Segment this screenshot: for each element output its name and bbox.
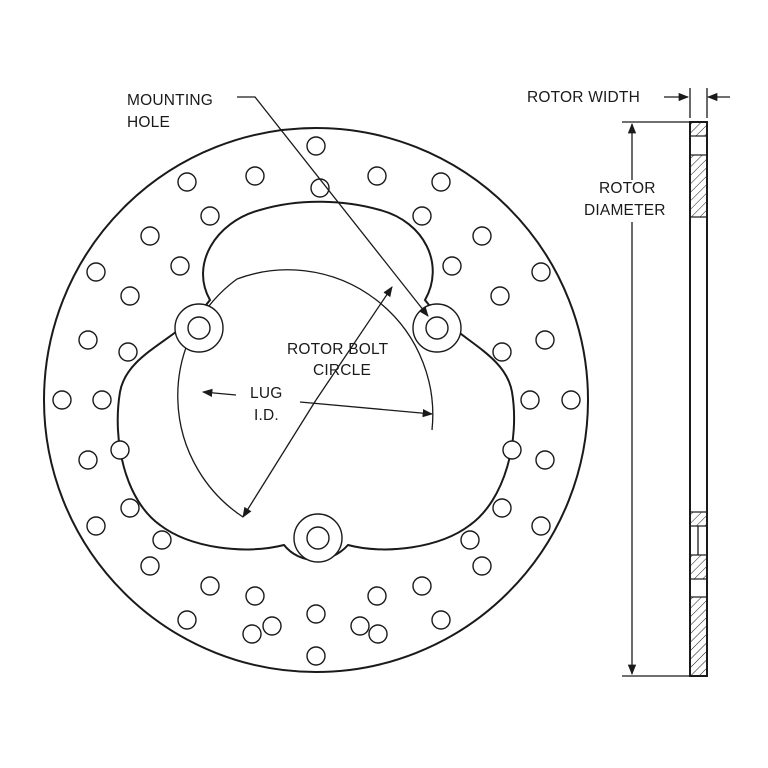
rotor-bolt-circle-label-line2: CIRCLE bbox=[313, 362, 371, 379]
labels: MOUNTING HOLE ROTOR BOLT CIRCLE LUG I.D.… bbox=[127, 89, 666, 424]
drilled-hole bbox=[431, 172, 451, 192]
mounting-hole-leader bbox=[237, 96, 429, 317]
drilled-hole bbox=[78, 450, 98, 470]
drilled-hole bbox=[262, 616, 282, 636]
drilled-hole bbox=[120, 286, 140, 306]
side-hatch-lower bbox=[689, 511, 708, 527]
drilled-hole bbox=[170, 256, 190, 276]
drilled-hole bbox=[242, 624, 262, 644]
side-hatch-bottom bbox=[689, 596, 708, 677]
drilled-hole bbox=[502, 440, 522, 460]
drilled-hole bbox=[531, 262, 551, 282]
drilled-hole bbox=[306, 136, 326, 156]
lug-id-dim-right bbox=[299, 401, 434, 418]
bolt-circle-leader bbox=[315, 286, 393, 401]
lug-id-arc-upper bbox=[236, 269, 434, 431]
mounting-hole bbox=[306, 526, 330, 550]
drilled-hole bbox=[200, 576, 220, 596]
mounting-hole bbox=[425, 316, 449, 340]
drilled-hole bbox=[561, 390, 581, 410]
bolt-circle-leader-lower bbox=[242, 399, 317, 518]
drilled-hole bbox=[472, 226, 492, 246]
mounting-hole-label-line2: HOLE bbox=[127, 114, 170, 131]
drilled-hole bbox=[431, 610, 451, 630]
rotor-center-cutout bbox=[116, 200, 516, 561]
mounting-hole-label-line1: MOUNTING bbox=[127, 92, 213, 109]
side-hatch-top bbox=[689, 121, 708, 137]
drilled-hole bbox=[245, 166, 265, 186]
drilled-hole bbox=[535, 450, 555, 470]
lug-id-label-line2: I.D. bbox=[254, 407, 279, 424]
drilled-hole bbox=[140, 556, 160, 576]
drilled-hole bbox=[368, 624, 388, 644]
rotor-side-view bbox=[689, 121, 708, 677]
drilled-hole bbox=[367, 166, 387, 186]
drilled-hole bbox=[177, 172, 197, 192]
drilled-hole bbox=[152, 530, 172, 550]
drilled-hole bbox=[531, 516, 551, 536]
rotor-diameter-label-line1: ROTOR bbox=[599, 180, 656, 197]
drilled-hole bbox=[120, 498, 140, 518]
drilled-hole bbox=[118, 342, 138, 362]
drilled-hole bbox=[177, 610, 197, 630]
drilled-holes-group bbox=[52, 136, 581, 666]
dimension-lines bbox=[201, 88, 730, 677]
drilled-hole bbox=[245, 586, 265, 606]
drilled-hole bbox=[472, 556, 492, 576]
drilled-hole bbox=[460, 530, 480, 550]
drilled-hole bbox=[492, 342, 512, 362]
drilled-hole bbox=[92, 390, 112, 410]
rotor-width-label: ROTOR WIDTH bbox=[527, 89, 640, 106]
drilled-hole bbox=[412, 576, 432, 596]
mounting-hole bbox=[187, 316, 211, 340]
side-hatch-mid bbox=[689, 554, 708, 580]
drilled-hole bbox=[78, 330, 98, 350]
drilled-hole bbox=[442, 256, 462, 276]
drilled-hole bbox=[86, 262, 106, 282]
drilled-hole bbox=[200, 206, 220, 226]
drilled-hole bbox=[306, 604, 326, 624]
drilled-hole bbox=[535, 330, 555, 350]
drilled-hole bbox=[412, 206, 432, 226]
rotor-outer-edge bbox=[43, 127, 589, 673]
drilled-hole bbox=[306, 646, 326, 666]
drilled-hole bbox=[110, 440, 130, 460]
lug-id-label-line1: LUG bbox=[250, 385, 282, 402]
drilled-hole bbox=[350, 616, 370, 636]
rotor-bolt-circle-label-line1: ROTOR BOLT bbox=[287, 341, 389, 358]
lug-id-dim-left bbox=[201, 388, 237, 397]
drilled-hole bbox=[367, 586, 387, 606]
rotor-diameter-label-line2: DIAMETER bbox=[584, 202, 666, 219]
drilled-hole bbox=[140, 226, 160, 246]
drilled-hole bbox=[52, 390, 72, 410]
side-hatch-upper bbox=[689, 154, 708, 218]
drilled-hole bbox=[492, 498, 512, 518]
drilled-hole bbox=[520, 390, 540, 410]
drilled-hole bbox=[86, 516, 106, 536]
drilled-hole bbox=[490, 286, 510, 306]
